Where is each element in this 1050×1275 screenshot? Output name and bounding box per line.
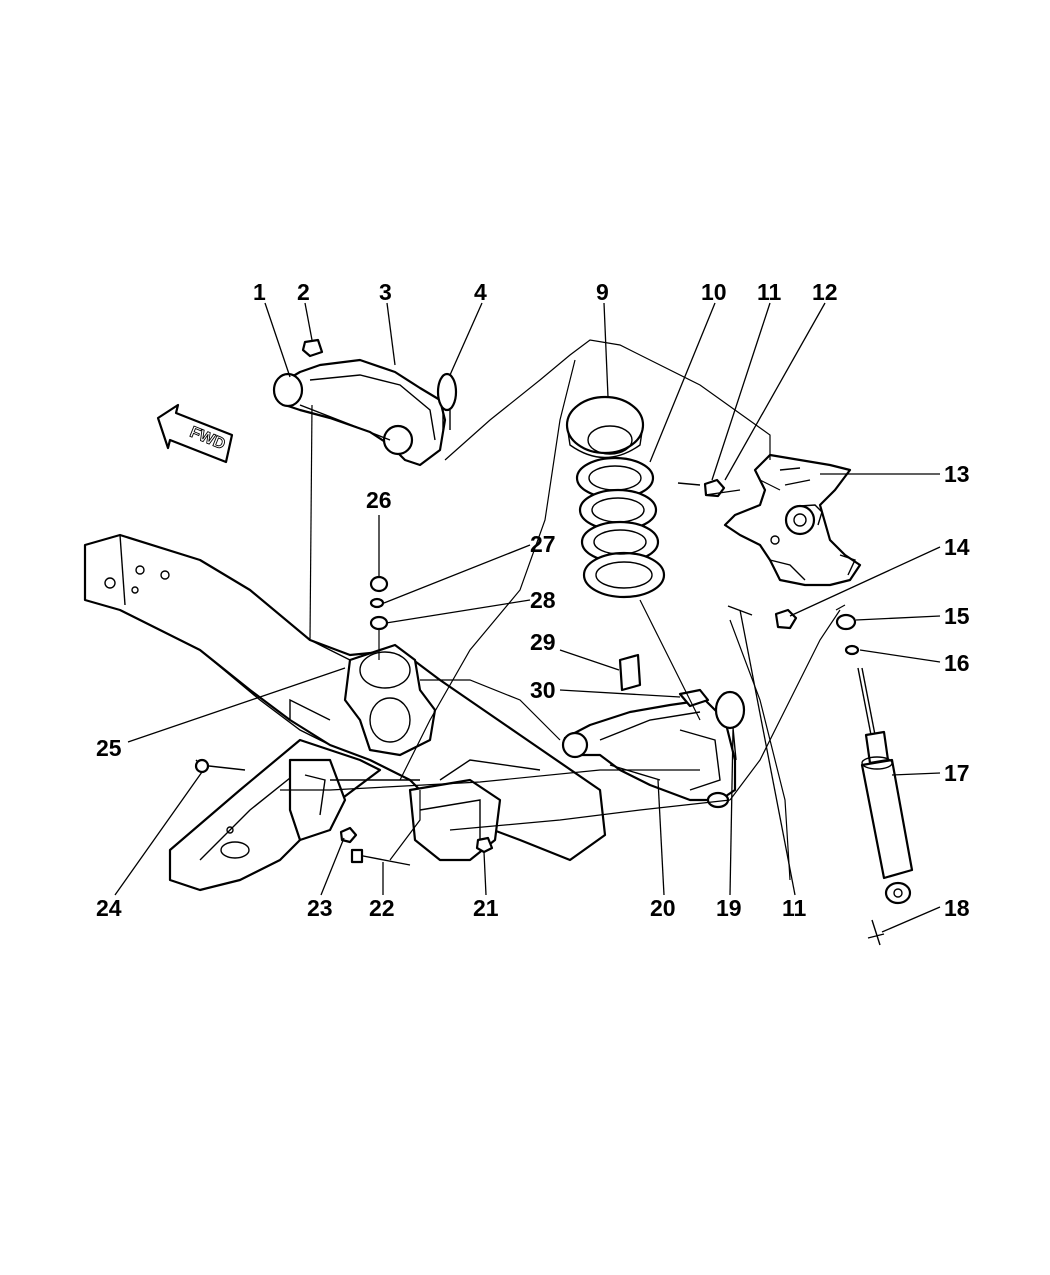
callout-22: 22 xyxy=(369,895,395,921)
callout-13: 13 xyxy=(944,461,970,487)
lower-arm-bushing-front xyxy=(561,731,589,759)
shock-upper-bushing xyxy=(835,613,857,631)
callout-29: 29 xyxy=(530,629,556,655)
spring-isolator xyxy=(565,395,645,459)
callout-26: 26 xyxy=(366,487,392,513)
lower-control-arm xyxy=(561,653,746,809)
nut-21 xyxy=(475,836,494,854)
washer-27 xyxy=(369,597,385,609)
upper-ball-joint xyxy=(436,372,458,412)
cotter-pin-upper xyxy=(677,482,701,486)
callout-11-lower: 11 xyxy=(782,895,807,921)
lower-ball-joint-nut xyxy=(774,608,798,630)
callout-1: 1 xyxy=(253,279,266,305)
upper-arm-nut-26 xyxy=(369,575,389,593)
callout-16: 16 xyxy=(944,650,970,676)
jounce-bumper xyxy=(618,653,642,692)
upper-arm-bushing-rear xyxy=(382,424,414,456)
leader-lines xyxy=(114,302,941,933)
callout-14: 14 xyxy=(944,534,970,560)
callout-21: 21 xyxy=(473,895,499,921)
forward-direction-arrow-icon: FWD xyxy=(156,403,234,464)
bolt-24-head xyxy=(194,758,210,774)
callout-18: 18 xyxy=(944,895,970,921)
washer-28 xyxy=(369,615,389,631)
upper-arm-nut xyxy=(301,338,324,358)
callout-labels: 1 2 3 4 9 10 11 12 13 14 15 16 17 18 19 … xyxy=(96,279,970,921)
callout-24: 24 xyxy=(96,895,122,921)
callout-28: 28 xyxy=(530,587,556,613)
exploded-view-lines xyxy=(280,339,846,881)
bolt-22-head xyxy=(350,848,364,864)
callout-11-upper: 11 xyxy=(757,279,782,305)
callout-10: 10 xyxy=(701,279,727,305)
callout-9: 9 xyxy=(596,279,609,305)
upper-arm-bushing-front xyxy=(272,372,304,408)
callout-4: 4 xyxy=(474,279,487,305)
callout-30: 30 xyxy=(530,677,556,703)
shock-absorber xyxy=(857,667,914,905)
steering-knuckle xyxy=(723,453,862,587)
callout-12: 12 xyxy=(812,279,838,305)
shock-washer xyxy=(844,644,860,656)
callout-20: 20 xyxy=(650,895,676,921)
callout-23: 23 xyxy=(307,895,333,921)
callout-15: 15 xyxy=(944,603,970,629)
callout-2: 2 xyxy=(297,279,310,305)
callout-19: 19 xyxy=(716,895,742,921)
callout-25: 25 xyxy=(96,735,122,761)
upper-control-arm xyxy=(272,338,458,467)
callout-3: 3 xyxy=(379,279,392,305)
upper-ball-joint-nut xyxy=(703,478,726,498)
coil-spring xyxy=(575,456,666,599)
callout-27: 27 xyxy=(530,531,556,557)
callout-17: 17 xyxy=(944,760,970,786)
lower-ball-joint xyxy=(714,690,746,730)
frame-crossmember xyxy=(83,533,607,892)
bolt-22 xyxy=(357,854,411,866)
shock-lower-bolt xyxy=(867,919,885,946)
nut-23 xyxy=(339,826,358,844)
